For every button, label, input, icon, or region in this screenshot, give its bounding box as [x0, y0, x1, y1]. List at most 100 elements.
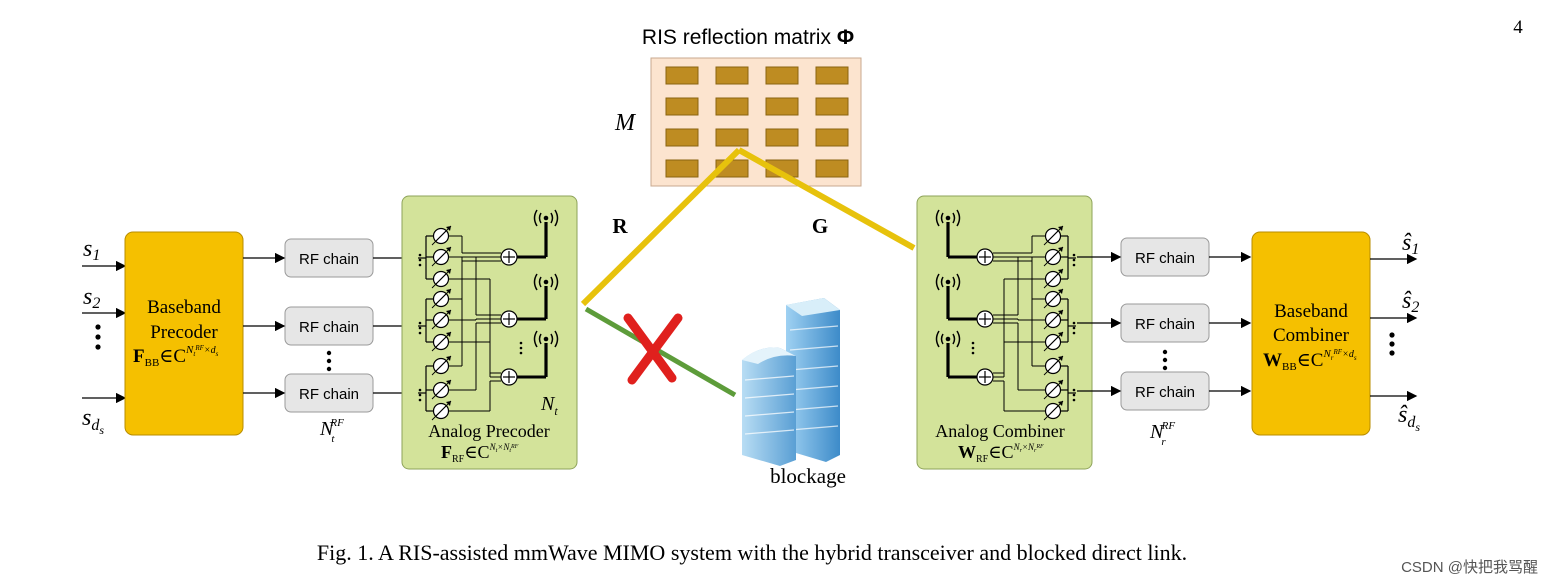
antenna-icon	[935, 330, 961, 377]
output-sds: ŝds	[1398, 402, 1420, 434]
phase-shifter-icon	[1043, 246, 1064, 267]
phase-shifter-icon	[431, 379, 452, 400]
rx-outputs: ŝ1 ŝ2 ŝds	[1370, 230, 1420, 434]
tx-inputs: s1 s2 sds	[82, 236, 127, 437]
combiner-title-1: Baseband	[1274, 301, 1348, 322]
rx-rf-chains: RF chain RF chain RF chain	[1077, 237, 1252, 411]
tx-rf-chain: RF chain	[284, 306, 374, 346]
analog-precoder-title: Analog Precoder	[428, 421, 549, 441]
tx-rf-chain: RF chain	[284, 238, 374, 278]
phase-shifter-icon	[1043, 355, 1064, 376]
ris-element	[715, 97, 749, 116]
phase-shifter-icon	[1043, 288, 1064, 309]
antenna-icon	[533, 330, 559, 377]
baseband-precoder: Baseband Precoder FBB∈CNtRF×ds	[124, 231, 244, 436]
analog-combiner-title: Analog Combiner	[935, 421, 1064, 441]
ris-title: RIS reflection matrix Φ	[642, 26, 854, 49]
phase-shifter-icon	[431, 331, 452, 352]
ris-element	[815, 128, 849, 147]
precoder-title-2: Precoder	[150, 322, 218, 343]
precoder-formula: FBB∈CNtRF×ds	[133, 344, 219, 369]
rf-chain-label: RF chain	[299, 386, 359, 403]
watermark: CSDN @快把我骂醒	[1401, 559, 1538, 576]
phase-shifter-icon	[431, 309, 452, 330]
antenna-icon	[533, 273, 559, 319]
rx-rf-dots	[1162, 349, 1168, 371]
precoder-title-1: Baseband	[147, 297, 221, 318]
tx-rf-chain: RF chain	[284, 373, 374, 413]
output-s2: ŝ2	[1402, 288, 1419, 316]
rx-phase-shifter-network	[935, 209, 1076, 421]
phase-shifter-icon	[431, 400, 452, 421]
phase-shifter-icon	[431, 288, 452, 309]
rx-rf-chain: RF chain	[1120, 303, 1210, 343]
adder-icon	[500, 310, 518, 328]
rx-rf-chain: RF chain	[1120, 237, 1210, 277]
baseband-combiner: Baseband Combiner WBB∈CNrRF×ds	[1251, 231, 1371, 436]
ris-element	[715, 128, 749, 147]
channel-g-beam	[737, 147, 916, 251]
rf-chain-label: RF chain	[299, 251, 359, 268]
analog-combiner: Analog Combiner WRF∈CNr×NrRF	[916, 195, 1093, 470]
rf-chain-label: RF chain	[1135, 250, 1195, 267]
phase-shifter-icon	[1043, 225, 1064, 246]
blocked-x-mark	[623, 313, 683, 385]
ris-element	[715, 66, 749, 85]
output-s1: ŝ1	[1402, 230, 1419, 258]
phase-shifter-icon	[1043, 268, 1064, 289]
adder-icon	[976, 248, 994, 266]
page-number: 4	[1513, 17, 1523, 38]
input-s2: s2	[83, 284, 100, 312]
adder-icon	[500, 248, 518, 266]
ris-element	[665, 159, 699, 178]
figure-caption: Fig. 1. A RIS-assisted mmWave MIMO syste…	[317, 540, 1187, 565]
rx-rf-chain: RF chain	[1120, 371, 1210, 411]
ris-block: RIS reflection matrix Φ M	[614, 26, 862, 187]
phase-shifter-icon	[431, 355, 452, 376]
ris-element	[765, 97, 799, 116]
tx-nt-label: Nt	[540, 393, 558, 418]
phase-shifter-icon	[1043, 331, 1064, 352]
adder-icon	[976, 310, 994, 328]
adder-icon	[500, 368, 518, 386]
blockage-label: blockage	[770, 464, 846, 488]
phase-shifter-icon	[1043, 400, 1064, 421]
direct-link	[584, 306, 737, 398]
ris-element	[665, 128, 699, 147]
building-icon	[742, 298, 840, 466]
phase-shifter-icon	[1043, 379, 1064, 400]
phase-shifter-icon	[1043, 309, 1064, 330]
phase-shifter-icon	[431, 225, 452, 246]
rf-chain-label: RF chain	[299, 319, 359, 336]
tx-nrf-label: NtRF	[319, 417, 344, 445]
input-sds: sds	[82, 405, 104, 437]
phase-shifter-icon	[431, 268, 452, 289]
input-s1: s1	[83, 236, 100, 264]
ris-element	[815, 159, 849, 178]
ris-element	[815, 66, 849, 85]
ris-element	[815, 97, 849, 116]
combiner-title-2: Combiner	[1273, 325, 1350, 346]
channel-r-label: R	[612, 214, 628, 238]
ris-size-label: M	[614, 110, 637, 136]
combiner-formula: WBB∈CNrRF×ds	[1263, 348, 1357, 373]
antenna-icon	[935, 273, 961, 319]
channel-g-label: G	[812, 214, 828, 238]
rx-nrf-label: NrRF	[1149, 420, 1175, 448]
antenna-icon	[935, 209, 961, 257]
antenna-icon	[533, 209, 559, 257]
ris-element	[765, 66, 799, 85]
ris-element	[665, 97, 699, 116]
analog-precoder: Nt Analog Precoder FRF∈CNt×NtRF	[401, 195, 578, 470]
phase-shifter-icon	[431, 246, 452, 267]
tx-rf-chains: RF chain RF chain RF chain	[243, 238, 420, 413]
rf-chain-label: RF chain	[1135, 384, 1195, 401]
adder-icon	[976, 368, 994, 386]
analog-precoder-formula: FRF∈CNt×NtRF	[441, 442, 519, 465]
ris-element	[765, 128, 799, 147]
rf-chain-label: RF chain	[1135, 316, 1195, 333]
tx-phase-shifter-network	[418, 209, 559, 421]
analog-combiner-formula: WRF∈CNr×NrRF	[958, 442, 1044, 465]
channel-r-beam	[580, 147, 742, 307]
